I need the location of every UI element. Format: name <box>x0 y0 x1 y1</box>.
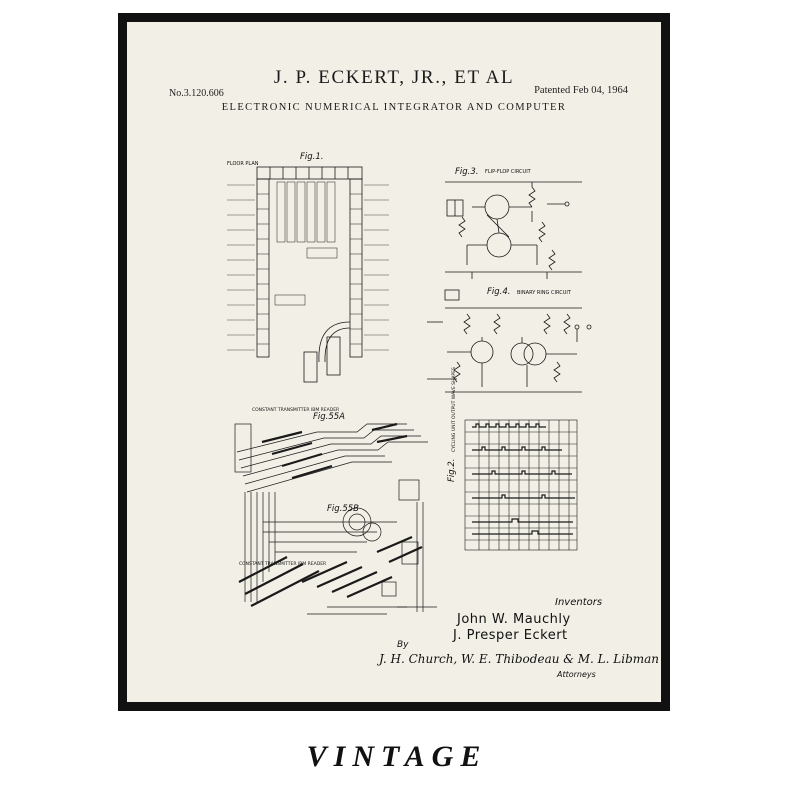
fig2-timing-grid-drawing <box>464 419 578 551</box>
fig4-label: Fig.4. <box>487 287 511 297</box>
fig55b-label: Fig.55B <box>327 504 359 514</box>
fig55a-label: Fig.55A <box>313 412 345 422</box>
fig1-floor-plan-drawing <box>227 166 389 383</box>
patent-paper: J. P. ECKERT, JR., ET AL No.3.120.606 Pa… <box>127 22 661 702</box>
fig2-caption: CYCLING UNIT OUTPUT WAVE SHAPES <box>452 367 457 452</box>
inventors-label: Inventors <box>555 597 603 608</box>
attorneys-signature: J. H. Church, W. E. Thibodeau & M. L. Li… <box>379 652 660 666</box>
fig2-label: Fig.2. <box>447 458 457 482</box>
fig3-caption: FLIP-FLOP CIRCUIT <box>485 169 531 175</box>
fig55a-caption: CONSTANT TRANSMITTER IBM READER <box>252 408 340 413</box>
fig4-caption: BINARY RING CIRCUIT <box>517 290 571 296</box>
patent-date: Patented Feb 04, 1964 <box>534 85 628 96</box>
fig55b-caption: CONSTANT TRANSMITTER IBM READER <box>239 562 327 567</box>
fig55-wiring-drawing <box>234 422 437 615</box>
patent-subtitle: ELECTRONIC NUMERICAL INTEGRATOR AND COMP… <box>221 102 567 113</box>
by-label: By <box>397 640 409 650</box>
fig1-caption: FLOOR PLAN <box>227 161 259 167</box>
patent-title: J. P. ECKERT, JR., ET AL <box>273 67 515 88</box>
patent-number: No.3.120.606 <box>169 88 224 99</box>
fig3-flip-flop-drawing <box>445 181 582 279</box>
attorneys-label: Attorneys <box>557 670 596 679</box>
vintage-caption: VINTAGE <box>306 740 488 773</box>
fig3-label: Fig.3. <box>455 167 479 177</box>
patent-header: J. P. ECKERT, JR., ET AL No.3.120.606 Pa… <box>127 22 661 122</box>
inventor-1-signature: John W. Mauchly <box>457 612 571 627</box>
fig4-binary-ring-drawing <box>427 289 592 393</box>
inventor-2-signature: J. Presper Eckert <box>453 628 568 643</box>
patent-drawings <box>227 166 592 615</box>
fig1-label: Fig.1. <box>300 152 324 162</box>
